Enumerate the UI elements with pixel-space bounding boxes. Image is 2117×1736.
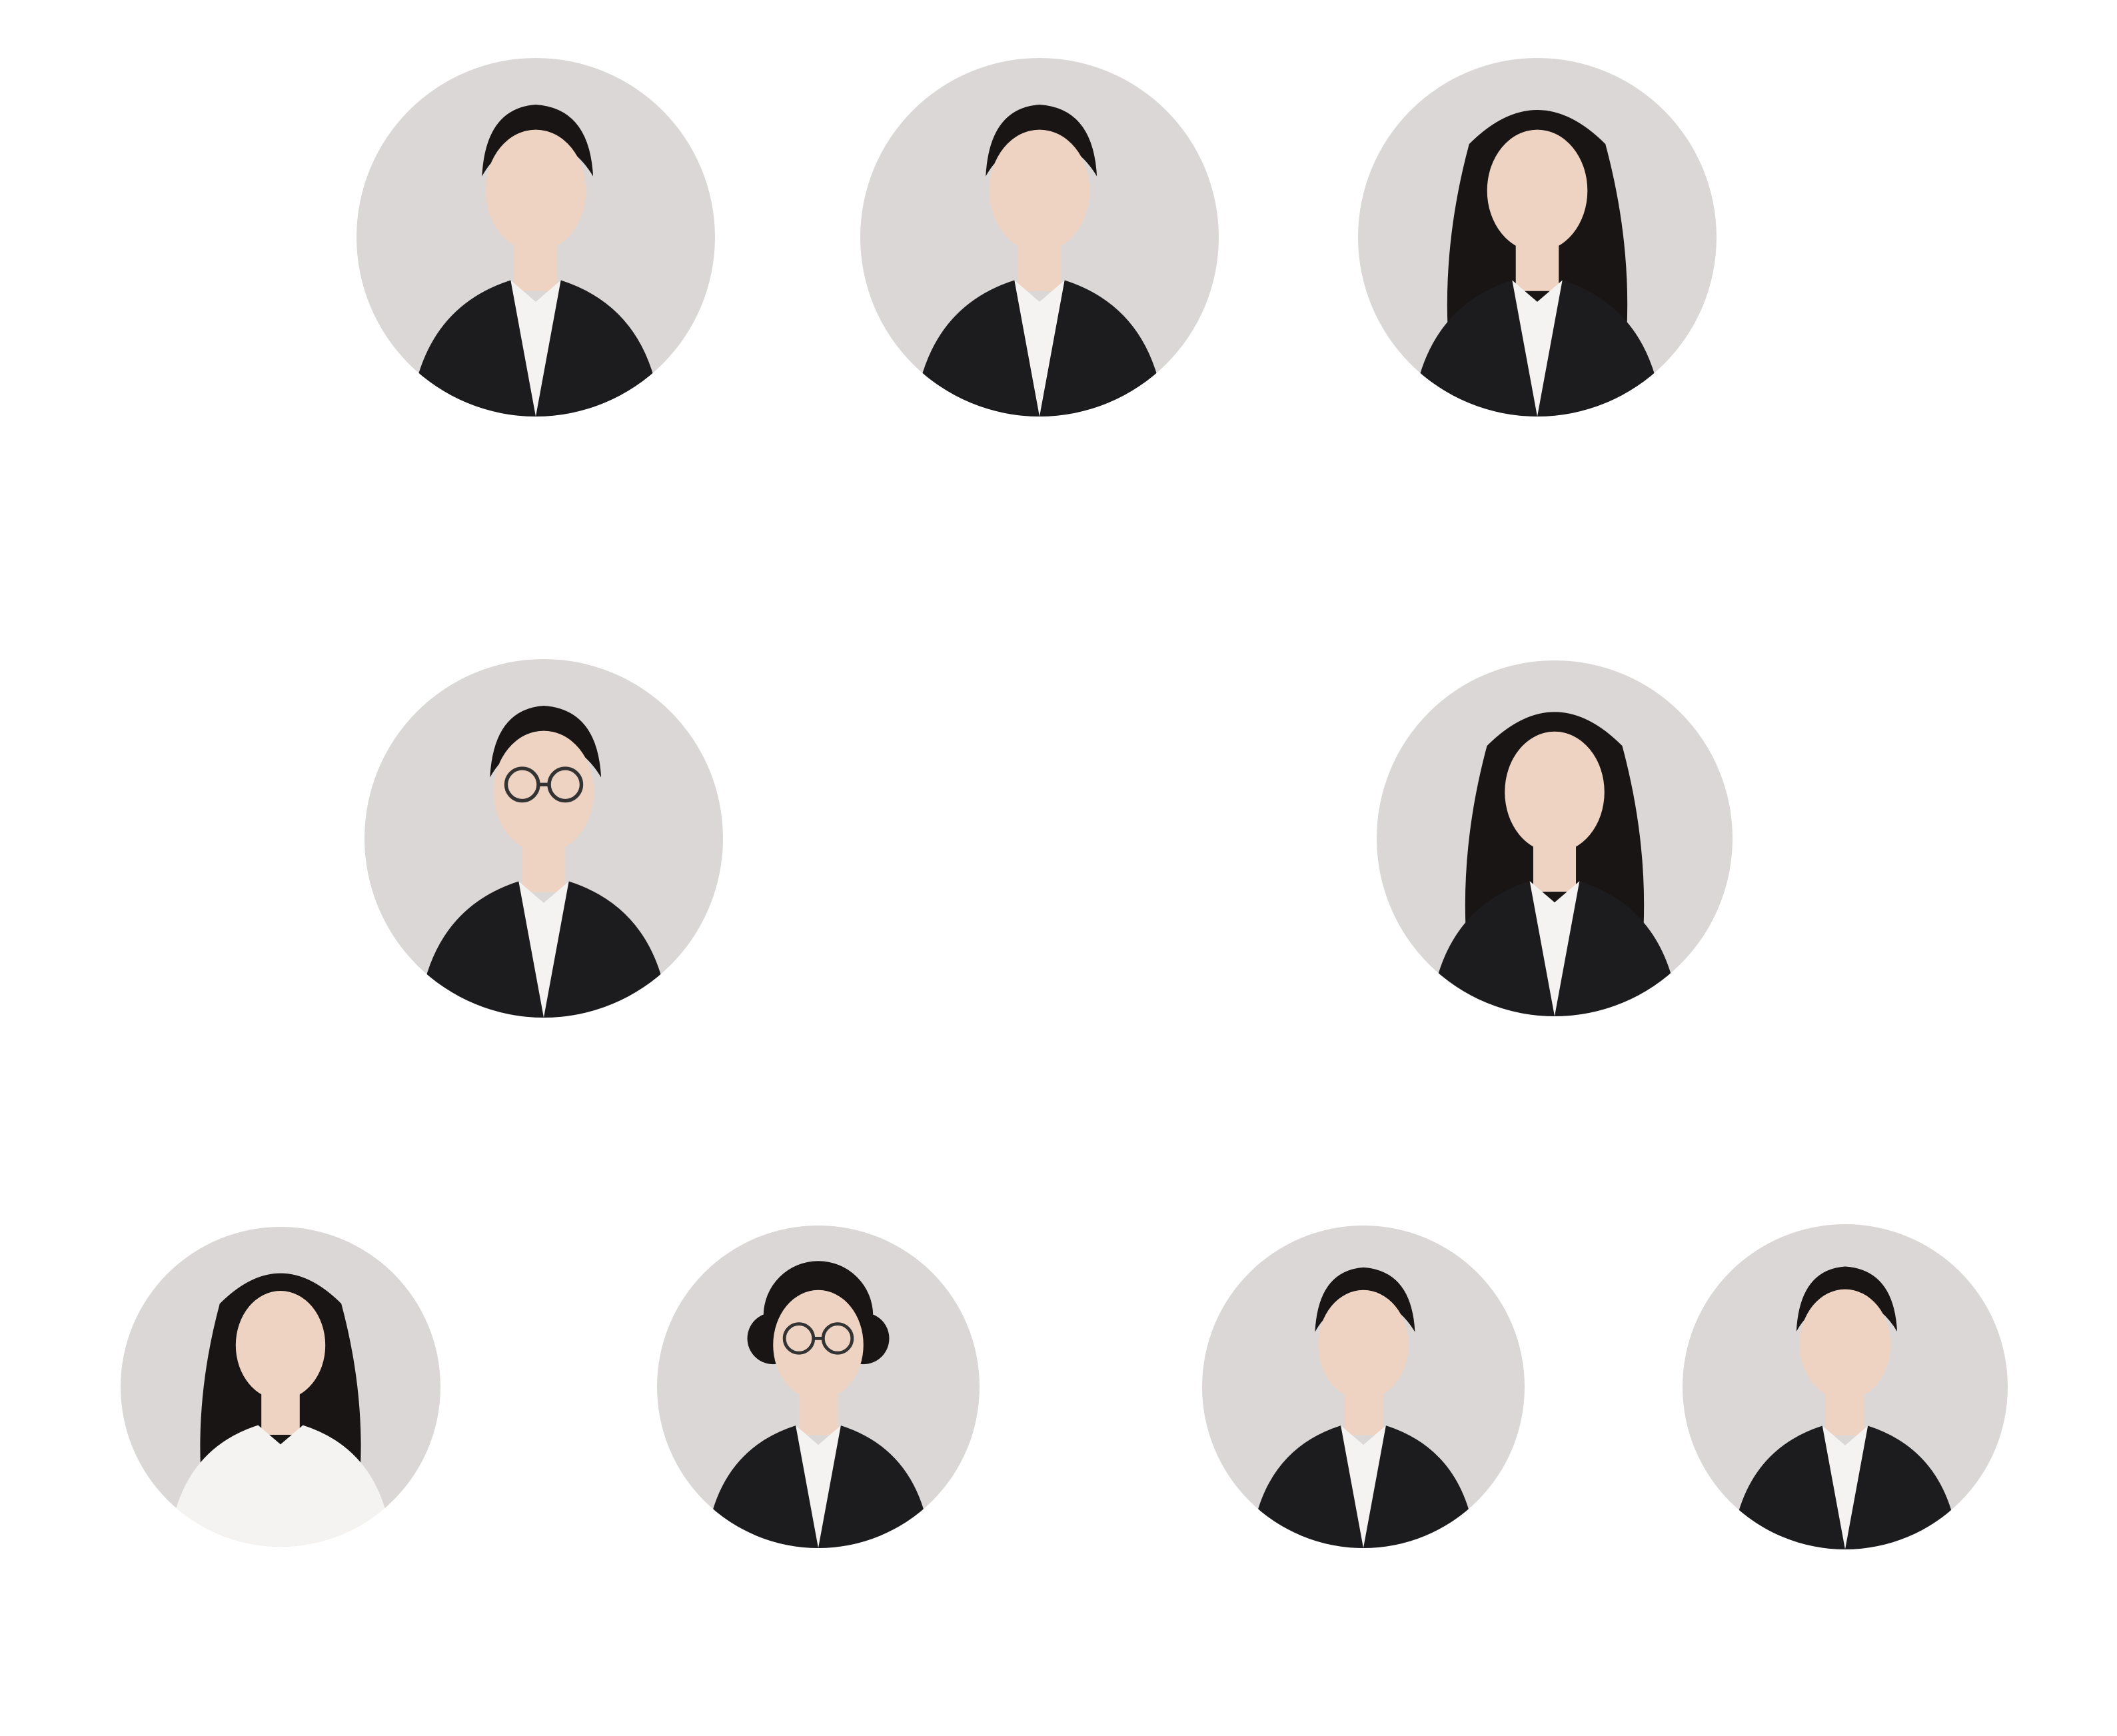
team-member-avatar <box>1202 1226 1525 1548</box>
glasses-icon <box>782 1322 854 1355</box>
team-member-avatar <box>1358 58 1717 417</box>
team-member-avatar <box>657 1226 980 1548</box>
portrait-illustration <box>1377 660 1733 1016</box>
team-member-avatar <box>356 58 715 417</box>
portrait-illustration <box>356 58 715 417</box>
team-member-avatar <box>860 58 1219 417</box>
portrait-illustration <box>1358 58 1717 417</box>
team-member-avatar <box>364 659 723 1018</box>
portrait-illustration <box>657 1226 980 1548</box>
portrait-illustration <box>1202 1226 1525 1548</box>
portrait-illustration <box>364 659 723 1018</box>
team-member-avatar <box>1377 660 1733 1016</box>
portrait-illustration <box>1683 1224 2008 1549</box>
portrait-illustration <box>860 58 1219 417</box>
team-member-avatar <box>1683 1224 2008 1549</box>
glasses-icon <box>504 766 584 803</box>
team-member-avatar <box>121 1227 440 1547</box>
portrait-illustration <box>121 1227 440 1547</box>
